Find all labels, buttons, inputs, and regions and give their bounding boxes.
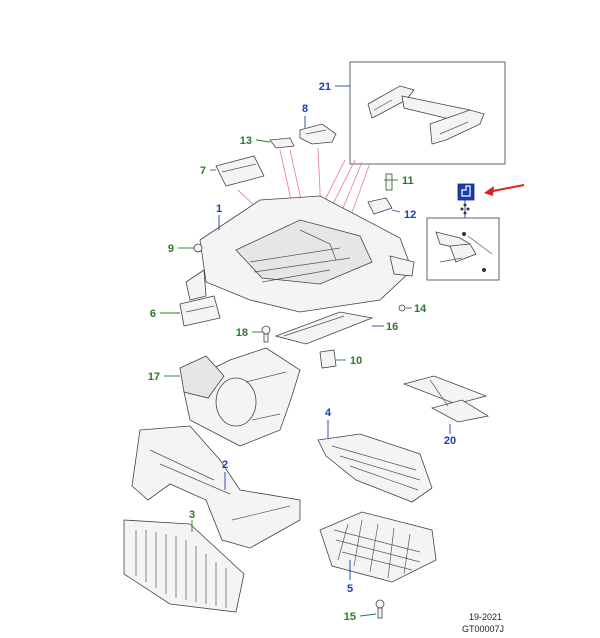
callout-2: 2 [222,459,228,471]
inset-box-21 [349,61,506,165]
screw-part-14 [398,304,406,312]
heater-part-3 [123,519,245,613]
bolt-part-11 [385,173,393,191]
clip-part-13 [269,137,295,149]
callout-20: 20 [444,435,456,447]
callout-16: 16 [386,321,398,333]
callout-10: 10 [350,355,362,367]
callout-5: 5 [347,583,353,595]
mesh-plate-part-5 [319,511,437,583]
seat-frame-part-1 [185,195,415,313]
callout-21: 21 [319,81,331,93]
seat-icon[interactable] [457,183,475,201]
bolt-part-15 [375,599,385,619]
cover-part-7 [215,155,265,187]
callout-13: 13 [240,135,252,147]
callout-17: 17 [148,371,160,383]
callout-3: 3 [189,509,195,521]
callout-1: 1 [216,203,222,215]
bracket-part-8 [299,123,337,145]
highlight-arrow [484,184,525,196]
trim-part-2 [131,425,301,549]
callout-18: 18 [236,327,248,339]
callout-11: 11 [402,175,414,187]
callout-labels: 1 2 3 4 5 6 7 8 9 10 11 12 13 14 15 16 1… [148,81,456,623]
clip-part-10 [319,349,337,369]
callout-6: 6 [150,308,156,320]
cover-part-6 [179,295,221,327]
footer-date: 19-2021 [468,612,502,622]
housing-part-17 [179,347,301,447]
callout-9: 9 [168,243,174,255]
callout-8: 8 [302,103,308,115]
screw-part-9 [193,243,203,253]
leader-lines [160,116,451,617]
rail-part-20 [402,375,490,423]
rail-part-16 [274,311,374,345]
dots-icon [460,203,470,215]
callout-14: 14 [414,303,427,315]
callout-7: 7 [200,165,206,177]
cap-part-12 [367,197,393,215]
footer-code: GT00007J [461,624,504,634]
callout-4: 4 [325,407,332,419]
inset-box-19 [426,217,500,281]
screw-part-18 [261,325,271,343]
callout-15: 15 [344,611,356,623]
callout-12: 12 [404,209,416,221]
frame-part-4 [317,433,433,503]
